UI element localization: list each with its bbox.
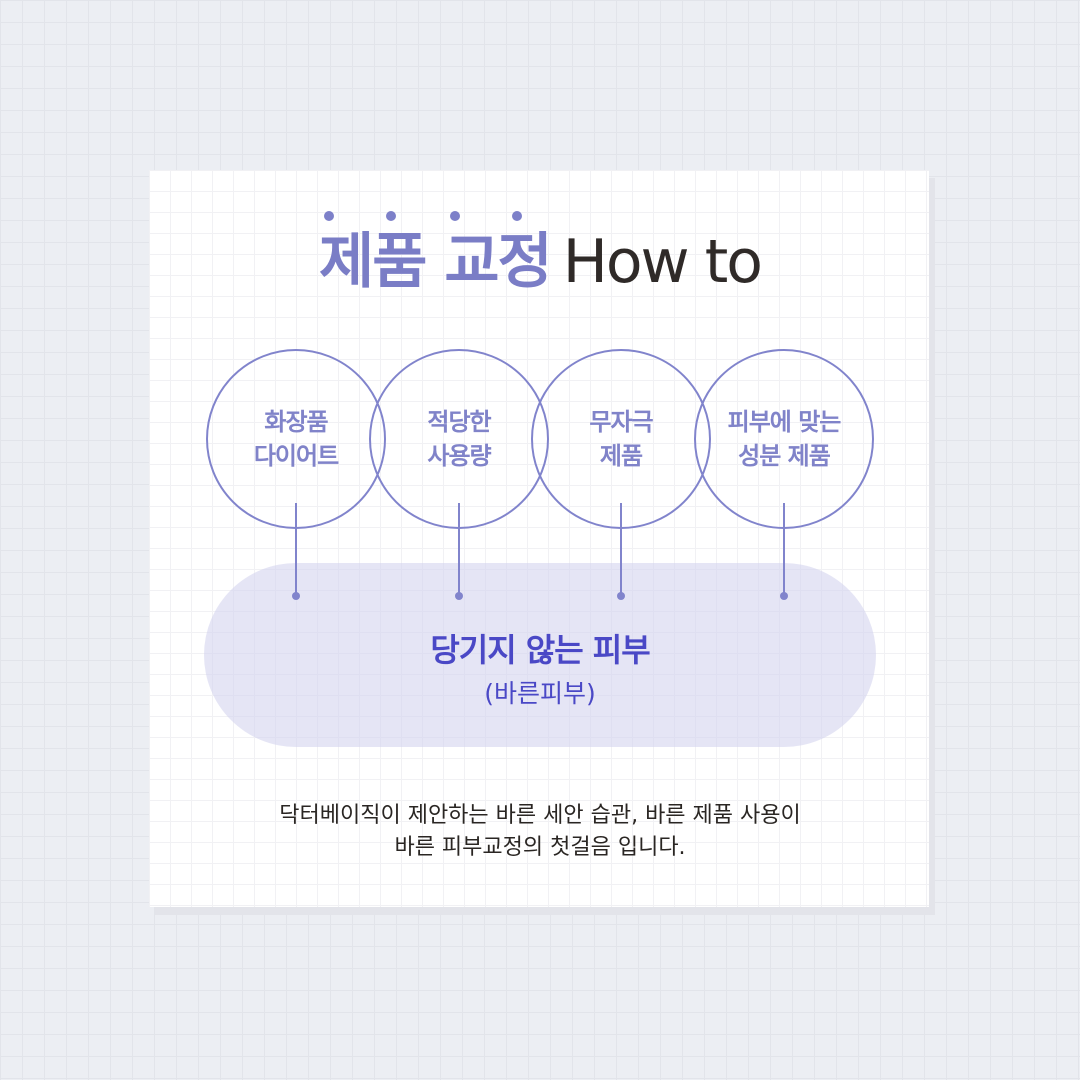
result-title: 당기지 않는 피부 [430,631,650,669]
circle-label: 다이어트 [253,442,339,470]
emphasis-dot [324,211,334,221]
connector-line [295,503,297,596]
connector-line [783,503,785,596]
connector-dot [780,592,788,600]
connector-dot [455,592,463,600]
circle-label: 적당한 [427,408,491,436]
emphasis-dot [450,211,460,221]
circle-label: 제품 [599,442,643,470]
emphasis-dot [386,211,396,221]
circle-label: 피부에 맞는 [727,408,842,436]
result-pill [204,563,876,747]
connector-dot [617,592,625,600]
connector-dot [292,592,300,600]
circle-label: 화장품 [264,408,328,436]
description: 닥터베이직이 제안하는 바른 세안 습관, 바른 제품 사용이 바른 피부교정의… [0,800,1080,864]
title-english: How to [562,227,763,297]
circle-label: 사용량 [427,442,491,470]
title-korean: 제품 교정 [319,227,553,297]
emphasis-dot [512,211,522,221]
circle-label: 무자극 [589,408,653,436]
circle-label: 성분 제품 [738,442,831,470]
connector-line [620,503,622,596]
description-line: 바른 피부교정의 첫걸음 입니다. [394,835,686,860]
result-subtitle: (바른피부) [484,679,596,708]
connector-line [458,503,460,596]
content-card [149,170,929,907]
description-line: 닥터베이직이 제안하는 바른 세안 습관, 바른 제품 사용이 [279,803,801,828]
